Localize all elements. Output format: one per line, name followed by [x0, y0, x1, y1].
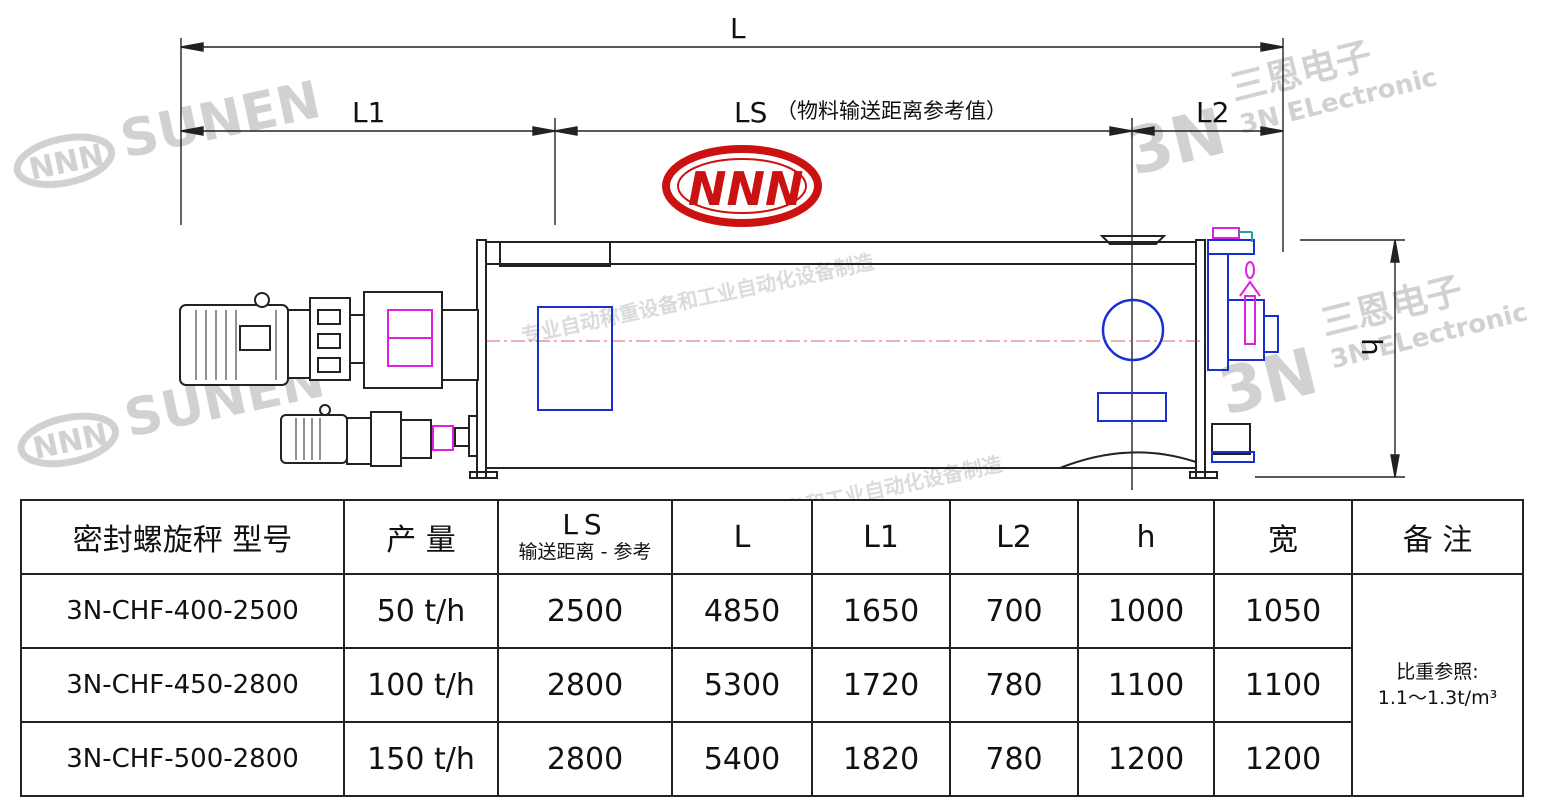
cell-capacity: 50 t/h	[343, 573, 499, 649]
sensor-box	[1097, 392, 1167, 422]
cell-l: 5400	[671, 721, 813, 797]
table-header-row: 密封螺旋秤 型号 产 量 LS 输送距离 - 参考 L L1 L2 h 宽 备 …	[20, 499, 1524, 575]
cell-h: 1200	[1077, 721, 1215, 797]
header-ls-main: LS	[562, 508, 608, 541]
cell-remark: 比重参照: 1.1～1.3t/m³	[1351, 573, 1524, 797]
table-row: 3N-CHF-500-2800 150 t/h 2800 5400 1820 7…	[20, 721, 1523, 797]
cell-model: 3N-CHF-400-2500	[20, 573, 345, 649]
screw-housing	[469, 235, 1218, 479]
dim-label-l2: L2	[1196, 96, 1229, 129]
remark-line-2: 1.1～1.3t/m³	[1377, 687, 1498, 709]
remark-line-1: 比重参照:	[1396, 661, 1479, 683]
watermark-sunen: SUNEN	[115, 70, 325, 171]
watermark-group: NNN SUNEN NNN SUNEN 3N 三恩电子 3N ELectroni…	[13, 35, 1531, 500]
cell-l1: 1720	[811, 647, 951, 723]
header-l: L	[671, 499, 813, 575]
dim-label-l1: L1	[352, 96, 385, 129]
header-l1: L1	[811, 499, 951, 575]
cell-l2: 780	[949, 721, 1079, 797]
cell-l: 5300	[671, 647, 813, 723]
cell-l2: 780	[949, 647, 1079, 723]
header-ls-sub: 输送距离 - 参考	[518, 541, 652, 563]
nnn-logo: NNN	[662, 145, 822, 227]
dim-label-h: h	[1355, 338, 1388, 356]
main-drive-motor	[179, 291, 479, 389]
table-row: 3N-CHF-450-2800 100 t/h 2800 5300 1720 7…	[20, 647, 1523, 723]
header-l2: L2	[949, 499, 1079, 575]
spec-table: 密封螺旋秤 型号 产 量 LS 输送距离 - 参考 L L1 L2 h 宽 备 …	[20, 499, 1524, 797]
cell-model: 3N-CHF-500-2800	[20, 721, 345, 797]
header-width: 宽	[1213, 499, 1353, 575]
dim-label-l: L	[730, 12, 746, 45]
cell-l1: 1650	[811, 573, 951, 649]
cell-l2: 700	[949, 573, 1079, 649]
inspection-window	[537, 306, 613, 411]
cell-h: 1000	[1077, 573, 1215, 649]
header-ls: LS 输送距离 - 参考	[497, 499, 673, 575]
header-h: h	[1077, 499, 1215, 575]
cell-width: 1050	[1213, 573, 1353, 649]
cell-model: 3N-CHF-450-2800	[20, 647, 345, 723]
cell-capacity: 100 t/h	[343, 647, 499, 723]
dim-label-ls: LS	[734, 96, 767, 129]
cell-l1: 1820	[811, 721, 951, 797]
cell-h: 1100	[1077, 647, 1215, 723]
right-end-assembly	[1207, 227, 1279, 463]
table-row: 3N-CHF-400-2500 50 t/h 2500 4850 1650 70…	[20, 573, 1524, 797]
cell-capacity: 150 t/h	[343, 721, 499, 797]
watermark-slogan-2: 专业自动称重设备和工业自动化设备制造	[647, 451, 1005, 500]
lower-coupling	[432, 425, 454, 451]
cell-l: 4850	[671, 573, 813, 649]
secondary-drive-motor	[280, 404, 478, 467]
dim-label-ls-note: （物料输送距离参考值）	[776, 99, 1007, 123]
cell-width: 1100	[1213, 647, 1353, 723]
dimension-lines	[180, 38, 1405, 490]
header-model: 密封螺旋秤 型号	[20, 499, 345, 575]
outlet-port	[1101, 298, 1165, 362]
cell-width: 1200	[1213, 721, 1353, 797]
machine-drawing: NNN SUNEN NNN SUNEN 3N 三恩电子 3N ELectroni…	[13, 12, 1531, 500]
cell-ls: 2800	[497, 721, 673, 797]
header-remark: 备 注	[1351, 499, 1524, 575]
logo-text: NNN	[688, 162, 804, 216]
cell-ls: 2800	[497, 647, 673, 723]
cell-ls: 2500	[497, 573, 673, 649]
header-capacity: 产 量	[343, 499, 499, 575]
